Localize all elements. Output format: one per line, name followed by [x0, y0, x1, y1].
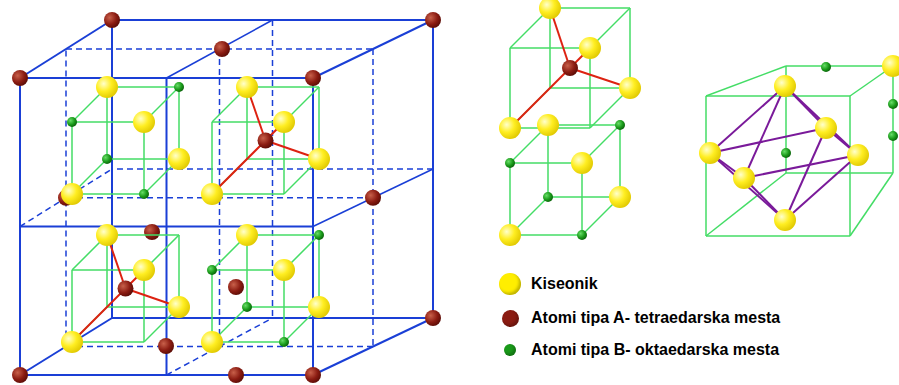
oxygen-atom — [609, 186, 631, 208]
b-site-atom — [174, 82, 184, 92]
bond-line — [786, 65, 893, 67]
bond-line — [705, 96, 707, 236]
a-site-atom — [228, 279, 244, 295]
bond-line — [710, 86, 785, 153]
oxygen-atom — [539, 0, 561, 19]
oxygen-atom — [236, 224, 258, 246]
legend-swatch — [502, 310, 519, 327]
legend-text: Atomi tipa B- oktaedarska mesta — [531, 341, 779, 359]
legend-swatch — [499, 273, 521, 295]
oxygen-atom — [882, 55, 899, 77]
bond-line — [629, 8, 631, 88]
bond-line — [212, 141, 266, 195]
b-site-atom — [314, 230, 324, 240]
b-site-atom — [139, 189, 149, 199]
oxygen-atom — [699, 142, 721, 164]
b-site-atom — [543, 192, 553, 202]
oxygen-atom — [96, 224, 118, 246]
oxygen-atom — [273, 111, 295, 133]
bond-line — [550, 7, 630, 9]
oxygen-atom — [815, 117, 837, 139]
a-site-atom — [144, 224, 160, 240]
oxygen-atom — [201, 331, 223, 353]
bond-line — [550, 87, 630, 89]
a-site-atom — [365, 190, 381, 206]
bond-line — [112, 168, 433, 170]
a-site-atom — [104, 12, 120, 28]
oxygen-atom — [96, 76, 118, 98]
a-site-atom — [305, 367, 321, 383]
legend-text: Atomi tipa A- tetraedarska mesta — [531, 309, 780, 327]
oxygen-atom — [61, 183, 83, 205]
b-site-atom — [505, 158, 515, 168]
bond-line — [72, 289, 126, 343]
a-site-atom — [425, 12, 441, 28]
a-site-atom — [305, 70, 321, 86]
b-site-atom — [242, 302, 252, 312]
bond-line — [785, 86, 858, 155]
legend-item: Kiseonik — [499, 273, 598, 295]
bond-line — [710, 153, 785, 220]
bond-line — [892, 66, 894, 173]
b-site-atom — [279, 337, 289, 347]
legend-swatch — [504, 344, 516, 356]
oxygen-atom — [733, 167, 755, 189]
bond-line — [549, 8, 551, 88]
bond-line — [744, 86, 785, 178]
oxygen-atom — [273, 259, 295, 281]
b-site-atom — [615, 120, 625, 130]
legend-text: Kiseonik — [531, 275, 598, 293]
legend-item: Atomi tipa B- oktaedarska mesta — [504, 339, 779, 361]
a-site-atom — [214, 41, 230, 57]
bond-line — [849, 96, 851, 236]
oxygen-atom — [308, 148, 330, 170]
a-site-atom — [562, 60, 578, 76]
oxygen-atom — [61, 331, 83, 353]
oxygen-atom — [619, 77, 641, 99]
b-site-atom — [821, 62, 831, 72]
bond-line — [706, 66, 786, 96]
oxygen-atom — [571, 152, 593, 174]
oxygen-atom — [201, 183, 223, 205]
a-site-atom — [12, 70, 28, 86]
bond-line — [785, 155, 858, 220]
oxygen-atom — [579, 37, 601, 59]
oxygen-atom — [236, 76, 258, 98]
oxygen-atom — [774, 209, 796, 231]
bond-line — [20, 226, 313, 228]
oxygen-atom — [847, 144, 869, 166]
b-site-atom — [888, 131, 898, 141]
oxygen-atom — [168, 148, 190, 170]
bond-line — [509, 48, 511, 128]
a-site-atom — [12, 367, 28, 383]
bond-line — [744, 155, 858, 178]
oxygen-atom — [499, 224, 521, 246]
bond-line — [785, 128, 826, 220]
b-site-atom — [207, 265, 217, 275]
oxygen-atom — [499, 117, 521, 139]
b-site-atom — [888, 99, 898, 109]
oxygen-atom — [537, 114, 559, 136]
b-site-atom — [102, 154, 112, 164]
oxygen-atom — [308, 296, 330, 318]
b-site-atom — [781, 148, 791, 158]
oxygen-atom — [133, 111, 155, 133]
bond-line — [706, 95, 850, 97]
b-site-atom — [577, 230, 587, 240]
oxygen-atom — [133, 259, 155, 281]
bond-line — [710, 128, 826, 153]
b-site-atom — [67, 117, 77, 127]
bond-line — [706, 235, 850, 237]
a-site-atom — [228, 367, 244, 383]
a-site-atom — [158, 338, 174, 354]
oxygen-atom — [168, 296, 190, 318]
a-site-atom — [425, 310, 441, 326]
oxygen-atom — [774, 75, 796, 97]
a-site-atom — [118, 281, 134, 297]
bond-line — [850, 173, 893, 236]
legend-item: Atomi tipa A- tetraedarska mesta — [502, 307, 781, 329]
a-site-atom — [258, 133, 274, 149]
